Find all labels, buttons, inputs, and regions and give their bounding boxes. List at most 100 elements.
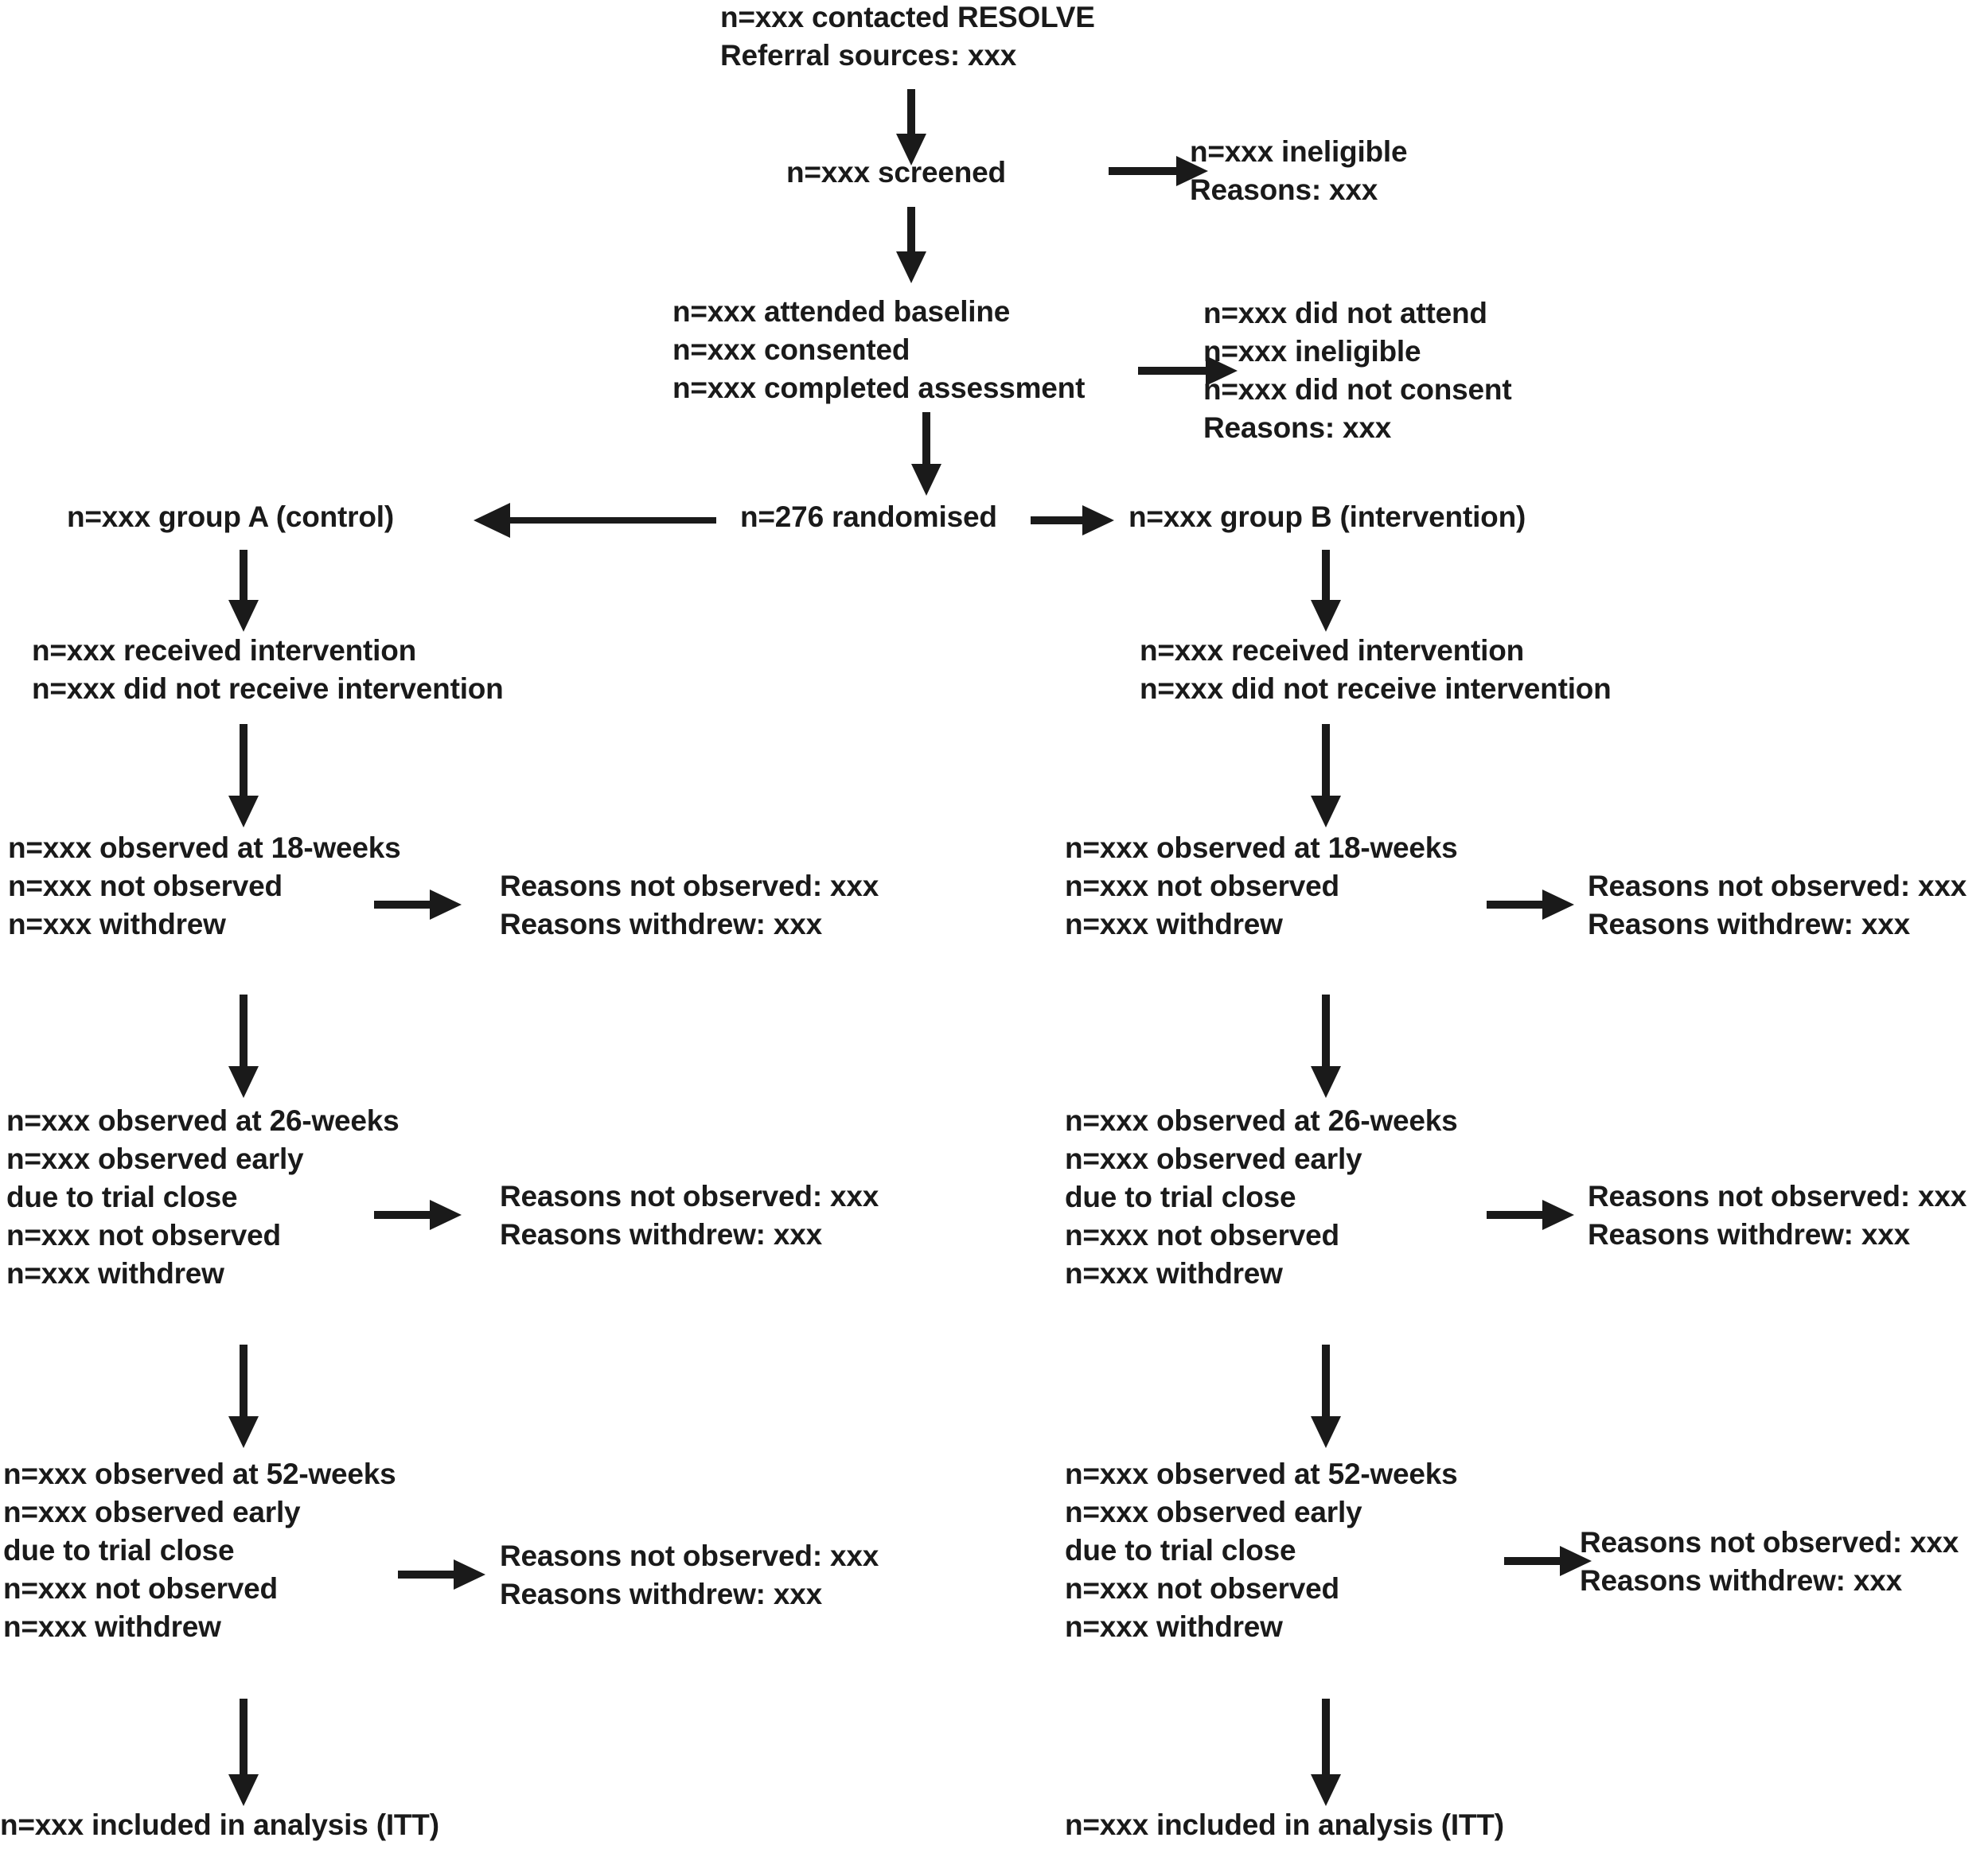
node-b-observed-18-weeks: n=xxx observed at 18-weeks n=xxx not obs… bbox=[1065, 829, 1458, 944]
a-18w-line-1: n=xxx observed at 18-weeks bbox=[8, 831, 401, 864]
b-26w-reasons-line-1: Reasons not observed: xxx bbox=[1588, 1180, 1967, 1213]
b-26w-line-5: n=xxx withdrew bbox=[1065, 1257, 1283, 1290]
arrow-a-26w-to-52w bbox=[228, 1345, 259, 1448]
node-b-52w-reasons: Reasons not observed: xxx Reasons withdr… bbox=[1580, 1524, 1959, 1600]
arrow-a-intervention-to-18w bbox=[228, 724, 259, 827]
b-itt-line-1: n=xxx included in analysis (ITT) bbox=[1065, 1808, 1504, 1841]
node-group-b-intervention: n=xxx group B (intervention) bbox=[1128, 498, 1526, 536]
arrow-b-18w-to-reasons bbox=[1487, 886, 1574, 924]
a-18w-reasons-line-2: Reasons withdrew: xxx bbox=[500, 908, 822, 940]
node-ineligible: n=xxx ineligible Reasons: xxx bbox=[1190, 133, 1408, 209]
a-52w-line-4: n=xxx not observed bbox=[3, 1572, 278, 1605]
b-intervention-line-2: n=xxx did not receive intervention bbox=[1140, 672, 1612, 705]
arrow-contacted-to-screened bbox=[895, 89, 927, 165]
arrow-baseline-to-excluded bbox=[1138, 351, 1238, 391]
node-randomised: n=276 randomised bbox=[740, 498, 997, 536]
node-a-18w-reasons: Reasons not observed: xxx Reasons withdr… bbox=[500, 867, 879, 944]
node-a-26w-reasons: Reasons not observed: xxx Reasons withdr… bbox=[500, 1178, 879, 1254]
b-52w-reasons-line-2: Reasons withdrew: xxx bbox=[1580, 1564, 1902, 1597]
a-26w-line-5: n=xxx withdrew bbox=[6, 1257, 224, 1290]
arrow-randomised-to-group-b bbox=[1031, 500, 1114, 540]
a-26w-reasons-line-1: Reasons not observed: xxx bbox=[500, 1180, 879, 1213]
screened-line-1: n=xxx screened bbox=[786, 156, 1006, 189]
node-b-26w-reasons: Reasons not observed: xxx Reasons withdr… bbox=[1588, 1178, 1967, 1254]
contacted-line-1: n=xxx contacted RESOLVE bbox=[720, 1, 1095, 33]
a-52w-line-5: n=xxx withdrew bbox=[3, 1610, 221, 1643]
group-b-line-1: n=xxx group B (intervention) bbox=[1128, 500, 1526, 533]
node-screened: n=xxx screened bbox=[786, 154, 1006, 192]
b-intervention-line-1: n=xxx received intervention bbox=[1140, 634, 1525, 667]
arrow-b-26w-to-reasons bbox=[1487, 1196, 1574, 1234]
a-52w-line-1: n=xxx observed at 52-weeks bbox=[3, 1458, 396, 1490]
baseline-excluded-line-1: n=xxx did not attend bbox=[1203, 297, 1487, 329]
a-26w-line-2: n=xxx observed early bbox=[6, 1143, 304, 1175]
node-attended-baseline: n=xxx attended baseline n=xxx consented … bbox=[672, 293, 1085, 407]
b-52w-line-3: due to trial close bbox=[1065, 1534, 1296, 1567]
arrow-group-a-to-intervention bbox=[228, 550, 259, 632]
a-52w-line-3: due to trial close bbox=[3, 1534, 235, 1567]
arrow-baseline-to-randomised bbox=[910, 412, 942, 496]
baseline-line-2: n=xxx consented bbox=[672, 333, 910, 366]
arrow-a-26w-to-reasons bbox=[374, 1196, 462, 1234]
b-18w-line-1: n=xxx observed at 18-weeks bbox=[1065, 831, 1458, 864]
a-intervention-line-2: n=xxx did not receive intervention bbox=[32, 672, 504, 705]
contacted-line-2: Referral sources: xxx bbox=[720, 39, 1017, 72]
arrow-a-18w-to-reasons bbox=[374, 886, 462, 924]
node-group-a-control: n=xxx group A (control) bbox=[67, 498, 394, 536]
b-18w-reasons-line-1: Reasons not observed: xxx bbox=[1588, 870, 1967, 902]
arrow-randomised-to-group-a bbox=[474, 500, 716, 540]
arrow-b-18w-to-26w bbox=[1310, 995, 1342, 1098]
node-a-included-in-analysis: n=xxx included in analysis (ITT) bbox=[0, 1806, 439, 1844]
node-a-received-intervention: n=xxx received intervention n=xxx did no… bbox=[32, 632, 504, 708]
node-b-18w-reasons: Reasons not observed: xxx Reasons withdr… bbox=[1588, 867, 1967, 944]
node-a-52w-reasons: Reasons not observed: xxx Reasons withdr… bbox=[500, 1537, 879, 1614]
b-26w-line-3: due to trial close bbox=[1065, 1181, 1296, 1213]
ineligible-line-2: Reasons: xxx bbox=[1190, 173, 1378, 206]
b-18w-line-2: n=xxx not observed bbox=[1065, 870, 1339, 902]
group-a-line-1: n=xxx group A (control) bbox=[67, 500, 394, 533]
a-26w-line-3: due to trial close bbox=[6, 1181, 238, 1213]
node-b-observed-52-weeks: n=xxx observed at 52-weeks n=xxx observe… bbox=[1065, 1455, 1458, 1646]
arrow-b-26w-to-52w bbox=[1310, 1345, 1342, 1448]
b-52w-line-4: n=xxx not observed bbox=[1065, 1572, 1339, 1605]
a-52w-reasons-line-2: Reasons withdrew: xxx bbox=[500, 1578, 822, 1610]
b-52w-line-2: n=xxx observed early bbox=[1065, 1496, 1362, 1528]
arrow-a-52w-to-reasons bbox=[398, 1555, 485, 1594]
arrow-b-52w-to-itt bbox=[1310, 1699, 1342, 1806]
a-26w-line-1: n=xxx observed at 26-weeks bbox=[6, 1104, 400, 1137]
b-18w-line-3: n=xxx withdrew bbox=[1065, 908, 1283, 940]
b-26w-line-1: n=xxx observed at 26-weeks bbox=[1065, 1104, 1458, 1137]
a-18w-reasons-line-1: Reasons not observed: xxx bbox=[500, 870, 879, 902]
node-a-observed-18-weeks: n=xxx observed at 18-weeks n=xxx not obs… bbox=[8, 829, 401, 944]
node-a-observed-26-weeks: n=xxx observed at 26-weeks n=xxx observe… bbox=[6, 1102, 400, 1293]
arrow-a-18w-to-26w bbox=[228, 995, 259, 1098]
baseline-excluded-line-4: Reasons: xxx bbox=[1203, 411, 1392, 444]
b-26w-reasons-line-2: Reasons withdrew: xxx bbox=[1588, 1218, 1910, 1251]
arrow-a-52w-to-itt bbox=[228, 1699, 259, 1806]
a-52w-line-2: n=xxx observed early bbox=[3, 1496, 301, 1528]
node-b-observed-26-weeks: n=xxx observed at 26-weeks n=xxx observe… bbox=[1065, 1102, 1458, 1293]
baseline-line-1: n=xxx attended baseline bbox=[672, 295, 1011, 328]
ineligible-line-1: n=xxx ineligible bbox=[1190, 135, 1408, 168]
a-52w-reasons-line-1: Reasons not observed: xxx bbox=[500, 1540, 879, 1572]
a-26w-line-4: n=xxx not observed bbox=[6, 1219, 281, 1252]
b-52w-line-1: n=xxx observed at 52-weeks bbox=[1065, 1458, 1458, 1490]
a-18w-line-2: n=xxx not observed bbox=[8, 870, 283, 902]
node-contacted-resolve: n=xxx contacted RESOLVE Referral sources… bbox=[720, 0, 1095, 75]
b-26w-line-2: n=xxx observed early bbox=[1065, 1143, 1362, 1175]
baseline-excluded-line-3: n=xxx did not consent bbox=[1203, 373, 1512, 406]
node-b-included-in-analysis: n=xxx included in analysis (ITT) bbox=[1065, 1806, 1504, 1844]
arrow-screened-to-baseline bbox=[895, 207, 927, 283]
baseline-line-3: n=xxx completed assessment bbox=[672, 372, 1086, 404]
b-18w-reasons-line-2: Reasons withdrew: xxx bbox=[1588, 908, 1910, 940]
arrow-screened-to-ineligible bbox=[1109, 151, 1208, 191]
node-b-received-intervention: n=xxx received intervention n=xxx did no… bbox=[1140, 632, 1612, 708]
b-26w-line-4: n=xxx not observed bbox=[1065, 1219, 1339, 1252]
a-intervention-line-1: n=xxx received intervention bbox=[32, 634, 417, 667]
a-26w-reasons-line-2: Reasons withdrew: xxx bbox=[500, 1218, 822, 1251]
arrow-b-52w-to-reasons bbox=[1504, 1542, 1592, 1580]
randomised-line-1: n=276 randomised bbox=[740, 500, 997, 533]
arrow-b-intervention-to-18w bbox=[1310, 724, 1342, 827]
a-itt-line-1: n=xxx included in analysis (ITT) bbox=[0, 1808, 439, 1841]
